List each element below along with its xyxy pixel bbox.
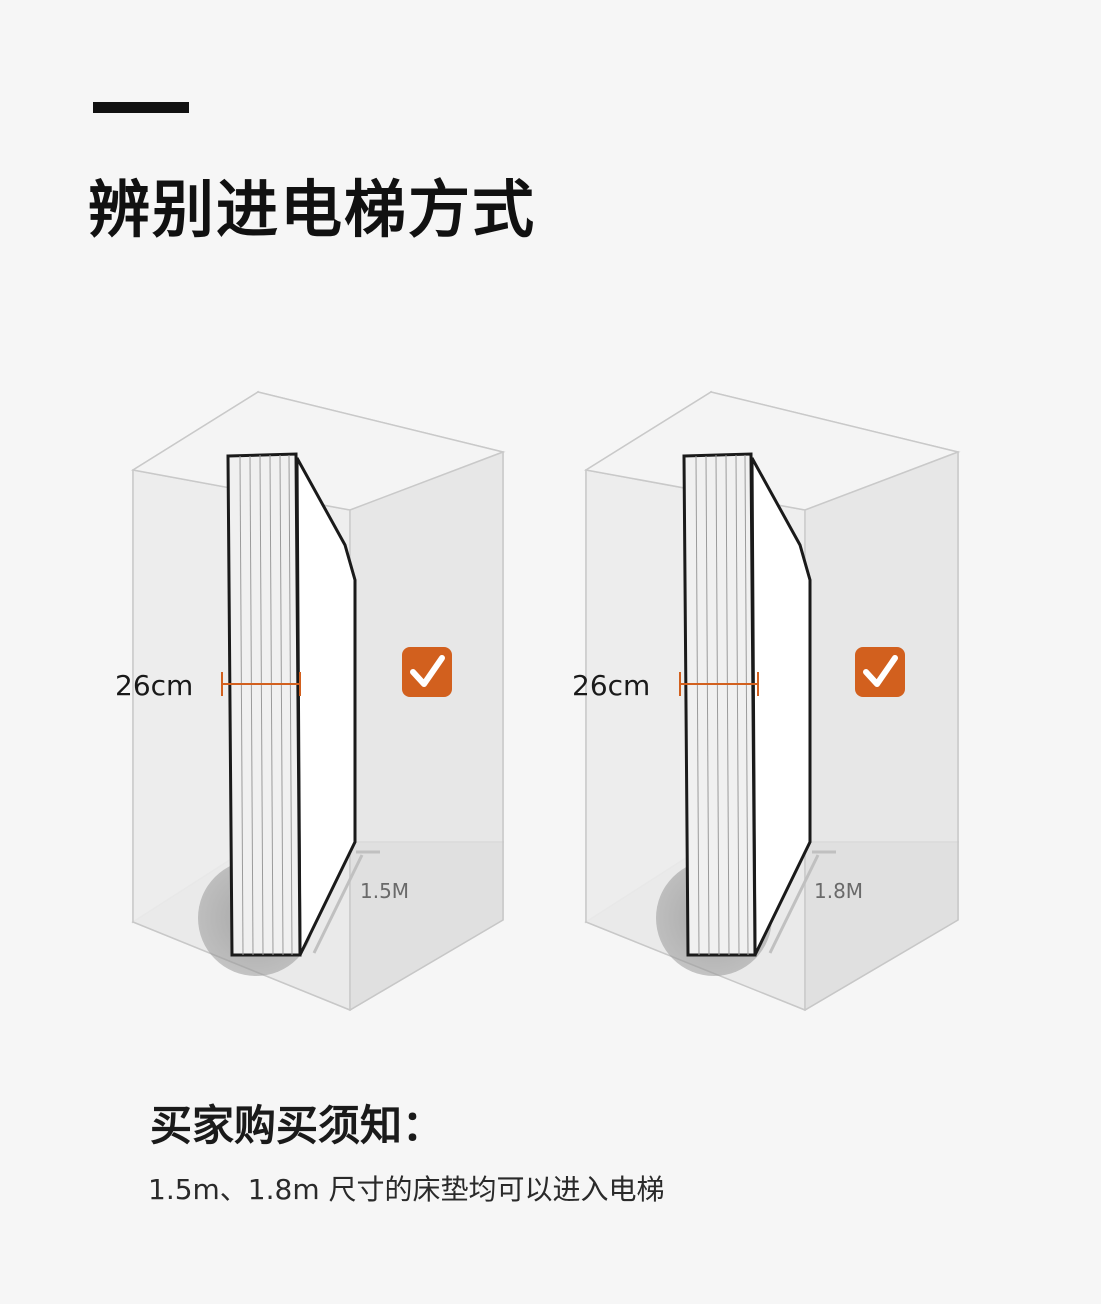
thickness-label: 26cm [572, 669, 650, 702]
thickness-label: 26cm [115, 669, 193, 702]
size-label: 1.5M [360, 879, 409, 903]
elevator-diagrams: 26cm 1.5M [115, 390, 961, 1012]
page-title: 辨别进电梯方式 [88, 173, 537, 246]
check-icon [855, 647, 905, 697]
title-accent-bar [93, 102, 189, 113]
size-label: 1.8M [814, 879, 863, 903]
notice-text: 1.5m、1.8m 尺寸的床垫均可以进入电梯 [148, 1173, 665, 1206]
check-icon [402, 647, 452, 697]
elevator-diagram-1: 26cm 1.5M [115, 390, 506, 1012]
elevator-diagram-2: 26cm 1.8M [572, 390, 961, 1012]
notice-title: 买家购买须知： [150, 1101, 445, 1150]
